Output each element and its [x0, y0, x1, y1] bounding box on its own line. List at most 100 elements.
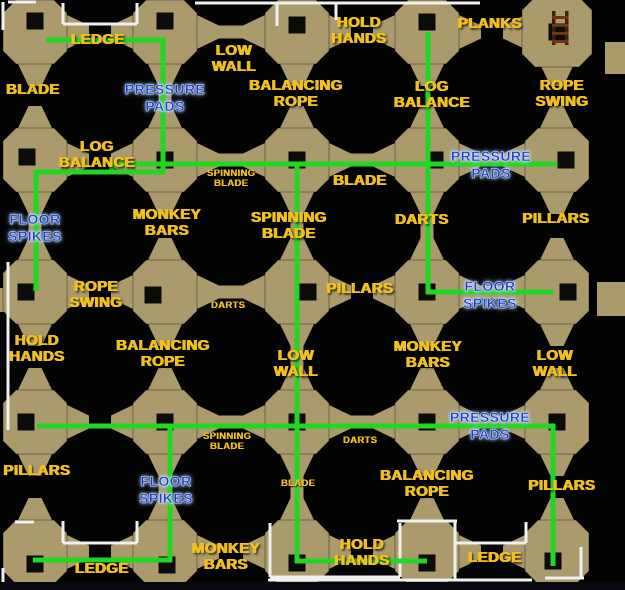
platform-bridge — [280, 106, 314, 128]
obstacle-label-darts: DARTS — [343, 436, 377, 446]
tower-hole — [156, 12, 174, 30]
obstacle-label-line: PRESSURE — [124, 81, 206, 98]
platform-bridge — [329, 15, 351, 49]
obstacle-label-line: LOW — [215, 42, 253, 60]
platform-bridge — [197, 15, 219, 49]
obstacle-label-line: DARTS — [395, 211, 449, 229]
platform-bridge — [197, 405, 219, 439]
tower-hole — [144, 286, 162, 304]
platform-fragment — [597, 282, 625, 316]
obstacle-label-line: BLADE — [333, 172, 387, 190]
platform-bridge — [243, 535, 265, 569]
platform-bridge — [373, 143, 395, 177]
obstacle-label-line: ROPE — [539, 77, 585, 95]
platform-bridge — [111, 143, 133, 177]
obstacle-label-line: BLADE — [280, 478, 316, 490]
platform-bridge — [540, 238, 574, 260]
platform-bridge — [280, 64, 314, 86]
obstacle-label-line: DARTS — [342, 435, 378, 447]
platform-tower — [132, 0, 198, 65]
platform-bridge — [503, 143, 525, 177]
obstacle-label-line: BALANCING — [380, 467, 474, 485]
platform-bridge — [540, 106, 574, 128]
obstacle-label-planks: PLANKS — [458, 16, 522, 32]
obstacle-label-line: ROPE — [404, 483, 450, 500]
obstacle-label-line: PADS — [470, 426, 510, 442]
footer-strip — [0, 582, 625, 590]
platform-bridge — [148, 454, 182, 476]
platform-bridge — [18, 106, 52, 128]
obstacle-label-line: SPIKES — [463, 295, 517, 311]
platform-bridge — [540, 368, 574, 390]
platform-bridge — [410, 324, 444, 346]
obstacle-label-pillars: PILLARS — [4, 463, 71, 479]
platform-bridge — [18, 454, 52, 476]
obstacle-label-line: WALL — [273, 363, 319, 380]
platform-bridge — [540, 454, 574, 476]
obstacle-label-blade: BLADE — [281, 479, 315, 489]
tower-hole — [288, 16, 306, 34]
obstacle-label-line: BARS — [144, 222, 190, 239]
obstacle-label-line: FLOOR — [140, 473, 192, 490]
obstacle-label-line: LOG — [80, 138, 114, 156]
obstacle-label-ledge: LEDGE — [468, 550, 522, 566]
obstacle-label-line: BALANCE — [58, 154, 136, 171]
tower-hole — [17, 283, 35, 301]
platform-tower — [524, 127, 590, 193]
platform-bridge — [67, 405, 89, 439]
obstacle-label-line: PILLARS — [326, 280, 394, 298]
obstacle-label-line: PADS — [471, 165, 511, 181]
platform-bridge — [540, 324, 574, 346]
obstacle-label-darts: DARTS — [211, 301, 245, 311]
obstacle-label-line: LOW — [536, 347, 574, 365]
obstacle-label-line: LOW — [277, 347, 315, 365]
platform-bridge — [459, 405, 481, 439]
obstacle-label-line: WALL — [211, 58, 257, 75]
obstacle-label-line: PLANKS — [457, 15, 523, 33]
obstacle-label-line: PILLARS — [528, 477, 596, 495]
platform-bridge — [18, 368, 52, 390]
obstacle-label-line: PRESSURE — [450, 148, 532, 165]
obstacle-label-line: SWING — [69, 294, 123, 311]
obstacle-label-line: SPIKES — [8, 228, 62, 244]
platform-bridge — [329, 275, 351, 309]
platform-bridge — [18, 498, 52, 520]
platform-bridge — [329, 143, 351, 177]
obstacle-label-blade: BLADE — [6, 82, 60, 98]
platform-bridge — [459, 143, 481, 177]
ladder-icon — [552, 11, 556, 45]
platform-bridge — [243, 275, 265, 309]
obstacle-label-line: SWING — [535, 93, 589, 110]
platform-bridge — [148, 498, 182, 520]
obstacle-label-line: DARTS — [210, 300, 246, 312]
platform-bridge — [503, 15, 525, 49]
tower-hole — [418, 13, 436, 31]
platform-bridge — [373, 275, 395, 309]
obstacle-label-line: BLADE — [213, 178, 249, 189]
obstacle-label-line: BARS — [203, 556, 249, 573]
obstacle-label-line: WALL — [532, 363, 578, 380]
obstacle-label-line: SPIKES — [139, 490, 193, 506]
platform-bridge — [410, 368, 444, 390]
platform-tower — [2, 259, 68, 325]
obstacle-label-line: BALANCING — [116, 337, 210, 355]
obstacle-label-line: HOLD — [14, 332, 60, 350]
obstacle-label-line: ROPE — [73, 278, 119, 296]
platform-bridge — [459, 15, 481, 49]
ladder-icon — [552, 32, 569, 35]
platform-bridge — [218, 25, 244, 39]
obstacle-label-line: MONKEY — [191, 540, 261, 558]
platform-bridge — [111, 275, 133, 309]
obstacle-label-ledge: LEDGE — [71, 32, 125, 48]
obstacle-label-line: SPINNING — [251, 209, 327, 227]
